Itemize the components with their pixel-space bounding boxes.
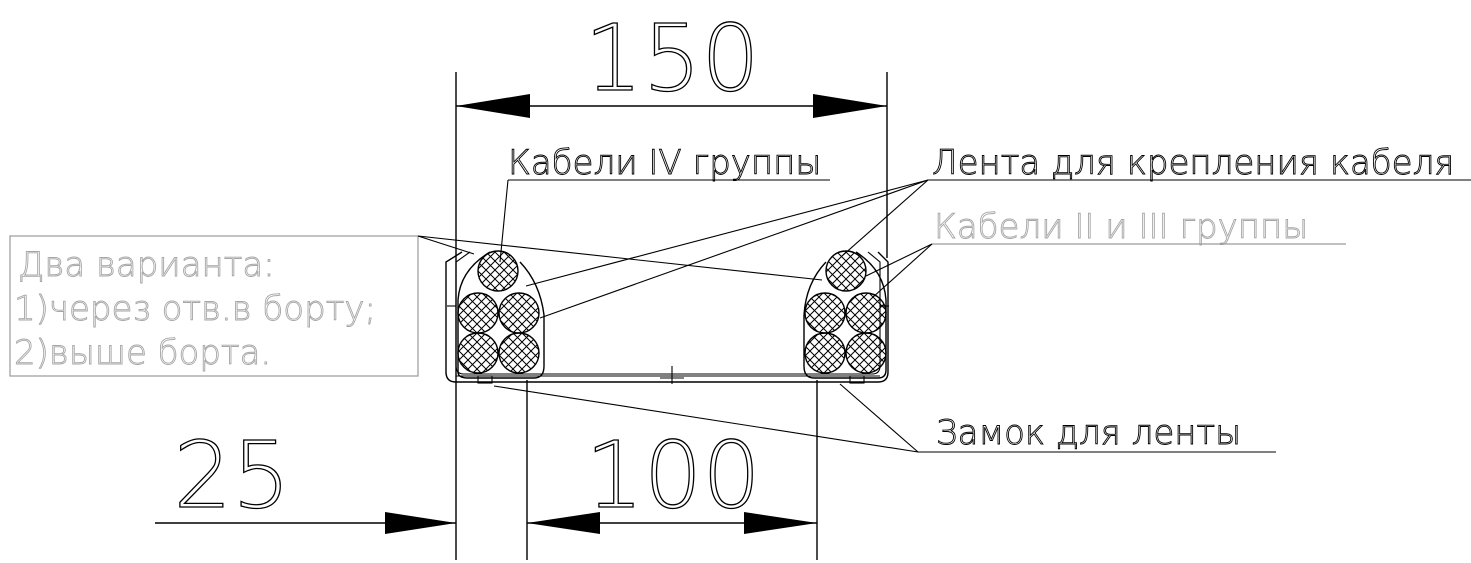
leader-lock-right [839,383,919,453]
cable-icon [498,332,540,374]
leader-lock-left [493,385,919,453]
cable-icon [804,292,846,334]
arrow-25-icon [385,512,456,534]
cable-icon [457,332,499,374]
cable-icon [804,332,846,374]
arrow-left-icon [456,94,530,118]
tape-lock-left [477,375,493,384]
leader-group23-1 [865,243,933,277]
cable-icon [845,332,887,374]
tray-outline [445,251,889,383]
leader-tape-1 [525,179,929,287]
callout-group4: Кабели IV группы [499,143,830,263]
label-fastening-tape: Лента для крепления кабеля [932,143,1454,183]
leader-group23-2 [871,243,933,299]
cable-icon [498,292,540,334]
label-group4-cables: Кабели IV группы [508,143,821,183]
dimension-label-100: 100 [585,422,761,529]
tape-wrap-left [457,251,545,379]
leader-tape-2 [539,179,929,319]
options-note-frame [9,235,419,377]
leader-options-2 [417,235,823,281]
cable-bundle-right [803,250,887,379]
label-group2-3-cables: Кабели II и III группы [934,207,1308,247]
options-note-line3: 2)выше борта. [14,333,271,373]
cable-icon [845,292,887,334]
cable-icon [825,250,867,292]
options-note-line1: Два варианта: [18,245,275,285]
callout-group2-3: Кабели II и III группы [865,207,1346,299]
cable-icon [477,250,519,292]
cable-icon [457,292,499,334]
arrow-right-icon [813,94,887,118]
dimension-bottom: 25 100 [155,380,818,560]
arrow-100-left-icon [527,512,600,534]
tape-lock-right [849,375,865,384]
arrow-100-right-icon [744,512,817,534]
dimension-150: 150 [455,4,888,560]
leader-options-1 [417,235,475,255]
leader-tape-3 [841,179,929,257]
cable-bundle-left [457,250,545,379]
leader-group4 [499,179,509,263]
callout-fastening-tape: Лента для крепления кабеля [525,143,1471,319]
callout-tape-lock: Замок для ленты [493,383,1276,453]
dimension-label-150: 150 [584,5,760,112]
options-note: Два варианта: 1)через отв.в борту; 2)выш… [9,235,823,377]
dimension-label-25: 25 [173,422,290,529]
label-tape-lock: Замок для ленты [936,413,1241,453]
options-note-line2: 1)через отв.в борту; [14,289,376,329]
